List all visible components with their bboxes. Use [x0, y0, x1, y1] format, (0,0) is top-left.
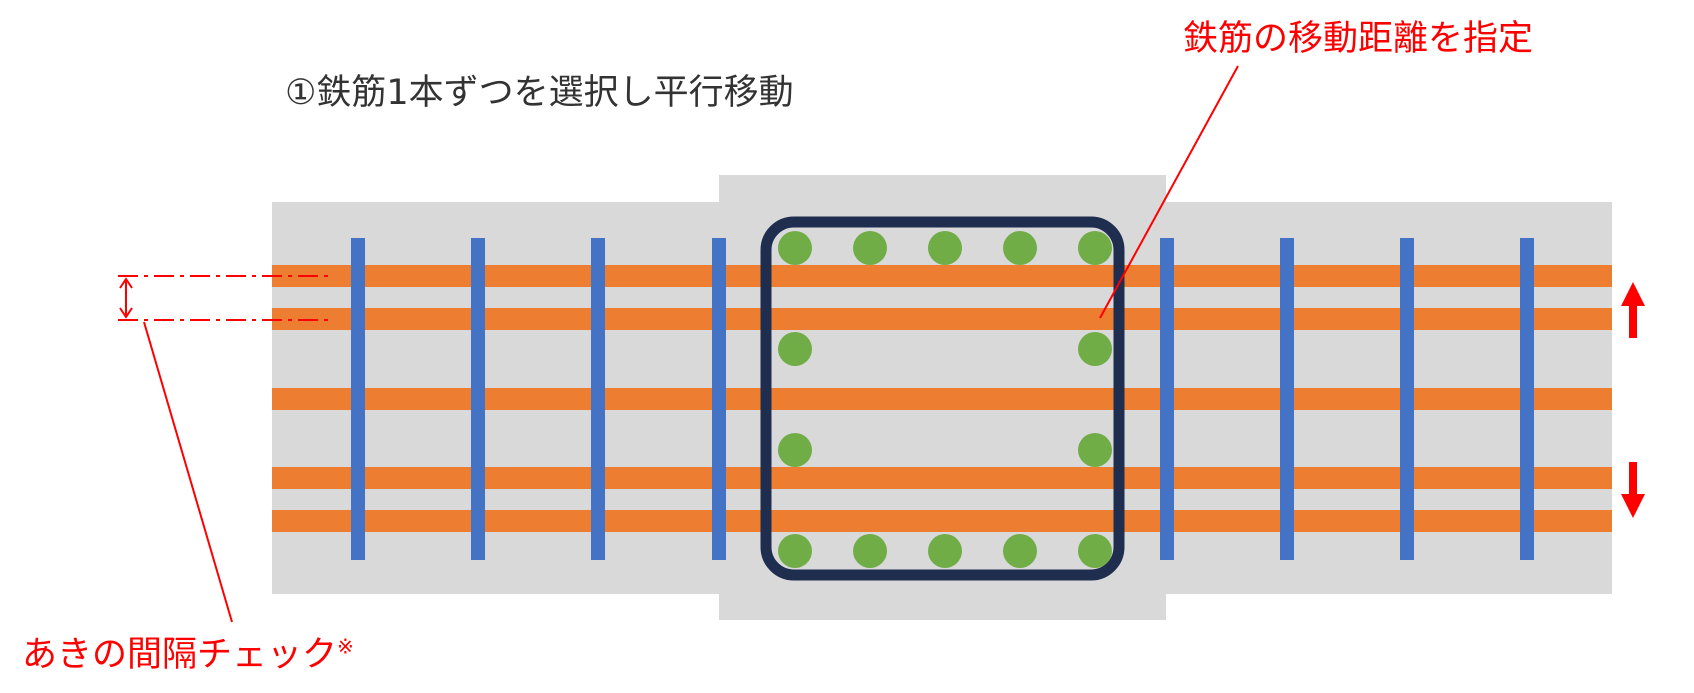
stirrup: [1520, 238, 1534, 560]
gap-leader-line: [143, 321, 233, 623]
column-hoop: [760, 216, 1125, 581]
column-rebar: [1078, 433, 1112, 467]
column-rebar: [928, 534, 962, 568]
column-rebar: [1078, 231, 1112, 265]
column-rebar: [1003, 231, 1037, 265]
stirrup: [1400, 238, 1414, 560]
stirrups: [351, 238, 1534, 560]
stirrup: [471, 238, 485, 560]
main-rebars: [272, 265, 1612, 532]
move-leader-line: [1099, 65, 1239, 319]
gap-check-label: あきの間隔チェック※: [22, 626, 354, 677]
stirrup: [712, 238, 726, 560]
column-rebar: [853, 231, 887, 265]
column-rebar: [778, 534, 812, 568]
arrow-up-icon: [1621, 282, 1645, 338]
column-rebar: [778, 231, 812, 265]
step-title: ①鉄筋1本ずつを選択し平行移動: [285, 73, 794, 113]
stirrup: [351, 238, 365, 560]
column-rebar: [778, 433, 812, 467]
main-rebar: [272, 265, 1612, 287]
main-rebar: [272, 467, 1612, 489]
column-rebar: [1078, 534, 1112, 568]
move-distance-label: 鉄筋の移動距離を指定: [1183, 19, 1534, 59]
column-rebar: [853, 534, 887, 568]
column-rebar: [1003, 534, 1037, 568]
gap-check-note-mark: ※: [337, 634, 354, 659]
main-rebar: [272, 388, 1612, 410]
stirrup: [591, 238, 605, 560]
stirrup: [1280, 238, 1294, 560]
stirrup: [1160, 238, 1174, 560]
column-rebar: [1078, 332, 1112, 366]
main-rebar: [272, 510, 1612, 532]
main-rebar: [272, 308, 1612, 330]
gap-dimension: [118, 275, 330, 623]
arrow-down-icon: [1621, 462, 1645, 518]
gap-check-text: あきの間隔チェック: [22, 635, 338, 675]
column-rebar: [778, 332, 812, 366]
double-arrow-icon: [119, 277, 133, 319]
column-rebars: [778, 231, 1112, 568]
column-rebar: [928, 231, 962, 265]
